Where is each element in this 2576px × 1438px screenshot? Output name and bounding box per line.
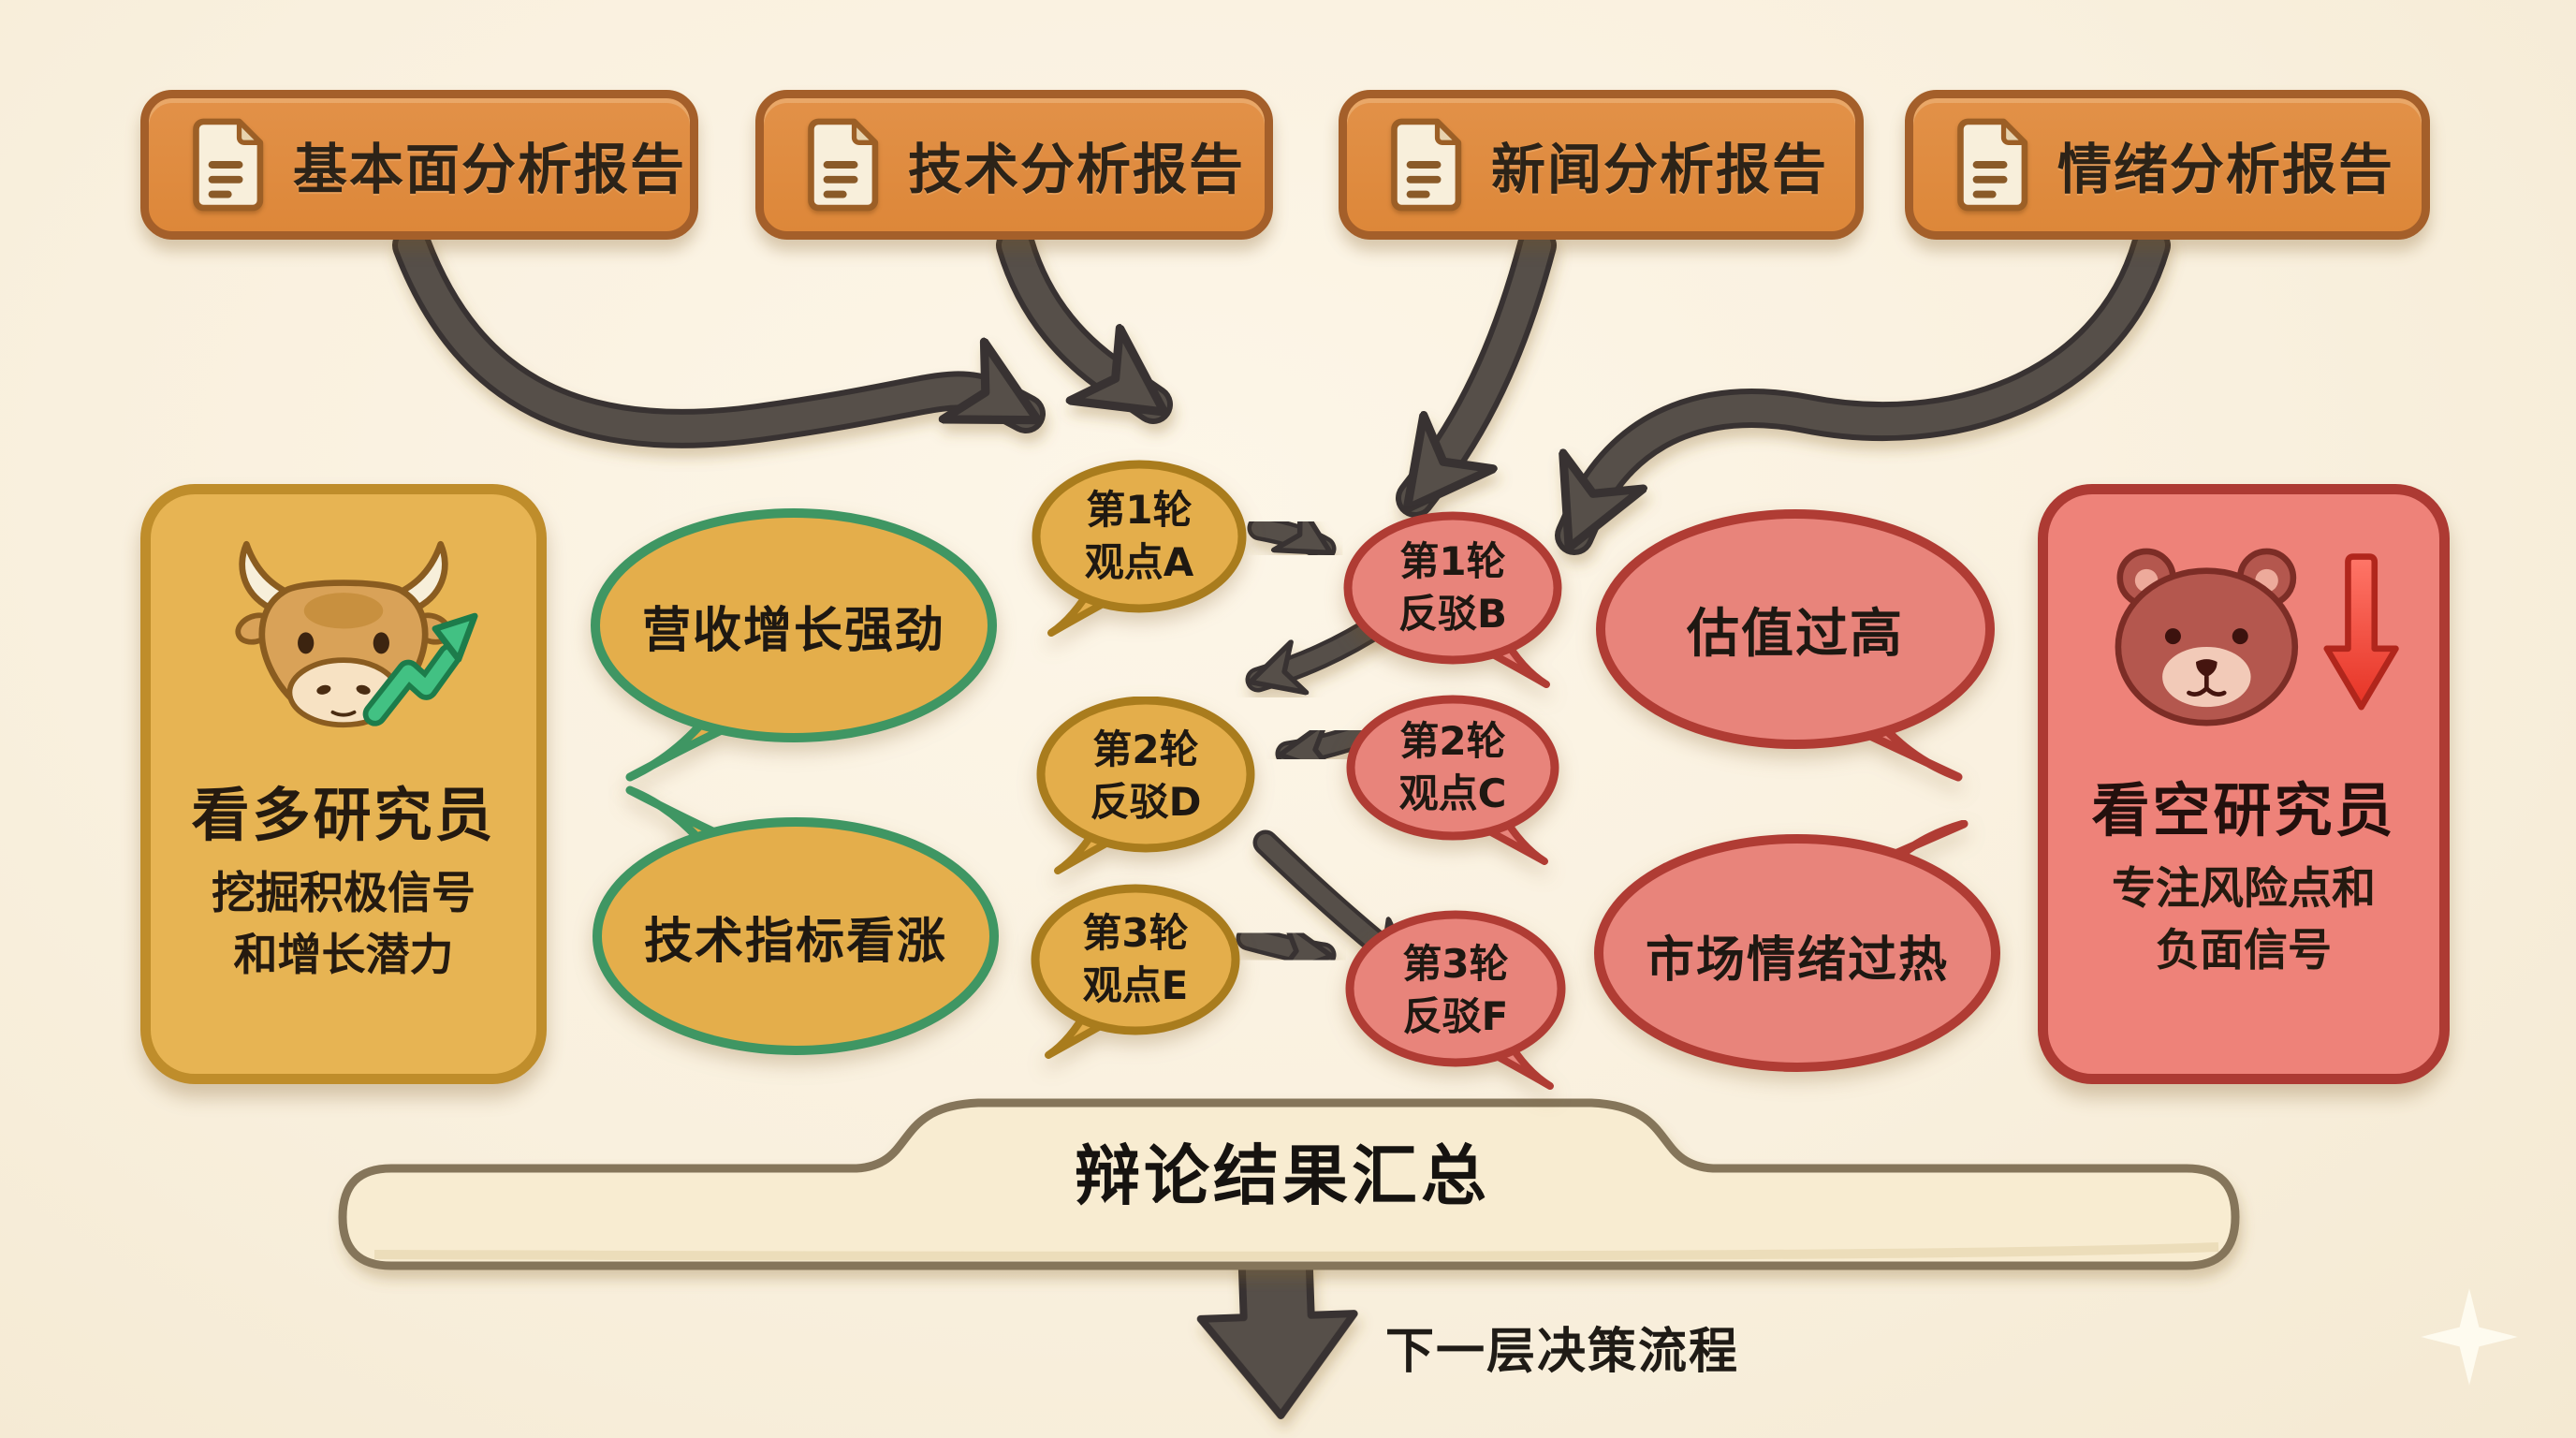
bull-point-label: 营收增长强劲 bbox=[641, 602, 945, 659]
bull-point-bubble-1: 营收增长强劲 bbox=[578, 506, 1009, 786]
report-label: 情绪分析报告 bbox=[2057, 138, 2395, 201]
summary-banner-label: 辩论结果汇总 bbox=[1075, 1137, 1490, 1214]
debate-bubble-round2-viewpoint-c: 第2轮观点C bbox=[1339, 693, 1573, 871]
bear-point-bubble-1: 估值过高 bbox=[1593, 506, 2005, 786]
next-step-label: 下一层决策流程 bbox=[1385, 1323, 1740, 1380]
debate-bubble-round2-rebuttal-d: 第2轮反驳D bbox=[1033, 697, 1267, 879]
bear-down-trend-icon bbox=[2115, 548, 2399, 726]
report-card-sentiment: 情绪分析报告 bbox=[1905, 90, 2430, 240]
bear-point-label: 估值过高 bbox=[1687, 603, 1904, 665]
report-label: 技术分析报告 bbox=[908, 138, 1246, 201]
bear-point-label: 市场情绪过热 bbox=[1645, 932, 1949, 989]
bear-researcher-card: 看空研究员 专注风险点和 负面信号 bbox=[2038, 484, 2450, 1084]
bull-researcher-card: 看多研究员 挖掘积极信号 和增长潜力 bbox=[140, 484, 547, 1084]
debate-bubble-round1-viewpoint-a: 第1轮观点A bbox=[1027, 459, 1261, 641]
bear-point-bubble-2: 市场情绪过热 bbox=[1591, 820, 2007, 1082]
report-flow-arrow-3 bbox=[1396, 226, 1557, 518]
bull-researcher-desc: 挖掘积极信号 和增长潜力 bbox=[212, 868, 476, 981]
report-card-technical: 技术分析报告 bbox=[755, 90, 1273, 240]
report-flow-arrow-1 bbox=[392, 226, 1046, 448]
bull-up-trend-icon bbox=[235, 540, 478, 728]
sparkle-decoration bbox=[2421, 1288, 2518, 1386]
report-card-fundamental: 基本面分析报告 bbox=[140, 90, 698, 240]
debate-arrow-a-to-b bbox=[1247, 528, 1337, 562]
bear-researcher-desc: 专注风险点和 负面信号 bbox=[2112, 863, 2376, 976]
debate-bubble-round1-rebuttal-b: 第1轮反驳B bbox=[1337, 510, 1573, 693]
report-label: 新闻分析报告 bbox=[1491, 138, 1829, 201]
next-step-arrow-icon bbox=[1196, 1223, 1358, 1419]
bull-point-label: 技术指标看涨 bbox=[643, 913, 947, 970]
report-label: 基本面分析报告 bbox=[293, 138, 687, 201]
debate-bubble-round3-viewpoint-e: 第3轮观点E bbox=[1025, 884, 1254, 1066]
document-icon bbox=[808, 118, 879, 212]
report-card-news: 新闻分析报告 bbox=[1339, 90, 1864, 240]
up-trend-arrow-icon bbox=[362, 612, 478, 726]
bull-point-bubble-2: 技术指标看涨 bbox=[578, 785, 1009, 1065]
document-icon bbox=[193, 118, 264, 212]
debate-bubble-round3-rebuttal-f: 第3轮反驳F bbox=[1340, 910, 1576, 1095]
down-trend-arrow-icon bbox=[2323, 553, 2399, 711]
bull-researcher-title: 看多研究员 bbox=[191, 781, 496, 849]
document-icon bbox=[1957, 118, 2028, 212]
document-icon bbox=[1391, 118, 1462, 212]
bear-researcher-title: 看空研究员 bbox=[2091, 776, 2396, 844]
debate-arrow-e-to-f bbox=[1236, 938, 1337, 955]
report-flow-arrow-2 bbox=[996, 226, 1173, 424]
